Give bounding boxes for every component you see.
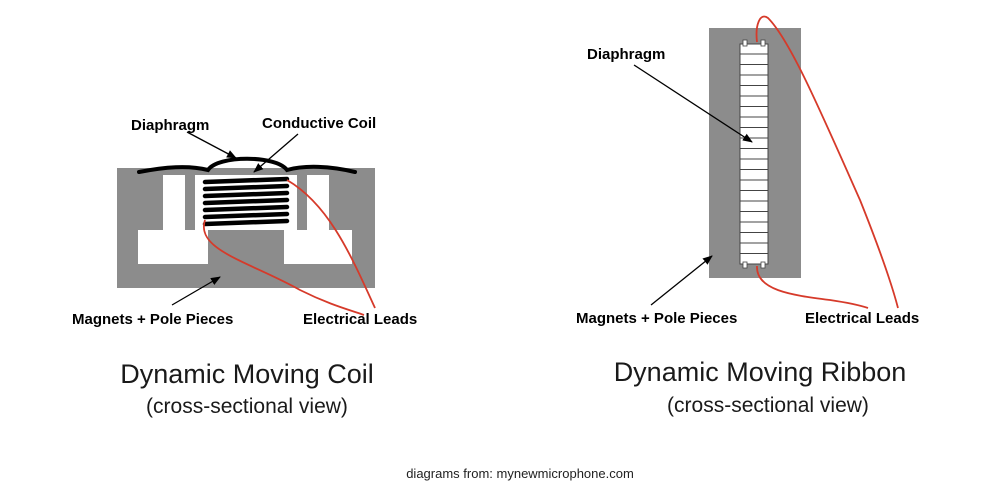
coil-arrow <box>253 133 299 173</box>
magnets-label: Magnets + Pole Pieces <box>72 311 233 328</box>
diaphragm-label: Diaphragm <box>131 117 209 134</box>
moving-ribbon-subtitle: (cross-sectional view) <box>667 394 869 417</box>
ribbon-clip <box>742 39 748 47</box>
electrical-lead-wire <box>756 265 869 309</box>
electrical-lead-wire <box>286 179 376 309</box>
magnets-label: Magnets + Pole Pieces <box>576 310 737 327</box>
moving-coil-subtitle: (cross-sectional view) <box>146 395 348 418</box>
ribbon-clip <box>760 261 766 269</box>
diaphragm-arrow <box>633 64 753 143</box>
magnets-arrow <box>650 255 713 306</box>
electrical-lead-wire <box>202 219 365 316</box>
ribbon-clip <box>742 261 748 269</box>
ribbon-clip <box>760 39 766 47</box>
moving-coil-diagram: Diaphragm Conductive Coil Magnets + Pole… <box>72 115 417 418</box>
ribbon-diaphragm <box>739 43 769 265</box>
moving-ribbon-title: Dynamic Moving Ribbon <box>614 357 907 387</box>
conductive-coil-label: Conductive Coil <box>262 115 376 132</box>
diaphragm-arrow <box>186 131 237 159</box>
diaphragm-label: Diaphragm <box>587 46 665 63</box>
electrical-lead-wire <box>755 15 899 309</box>
magnets-arrow <box>171 276 221 306</box>
electrical-leads-label: Electrical Leads <box>303 311 417 328</box>
conductive-coil <box>202 176 290 227</box>
moving-coil-title: Dynamic Moving Coil <box>120 359 374 389</box>
moving-ribbon-diagram: Diaphragm Magnets + Pole Pieces Electric… <box>576 15 919 417</box>
diaphragm <box>137 156 357 174</box>
credit-text: diagrams from: mynewmicrophone.com <box>406 466 634 481</box>
electrical-leads-label: Electrical Leads <box>805 310 919 327</box>
ribbon-corrugations <box>740 53 768 254</box>
